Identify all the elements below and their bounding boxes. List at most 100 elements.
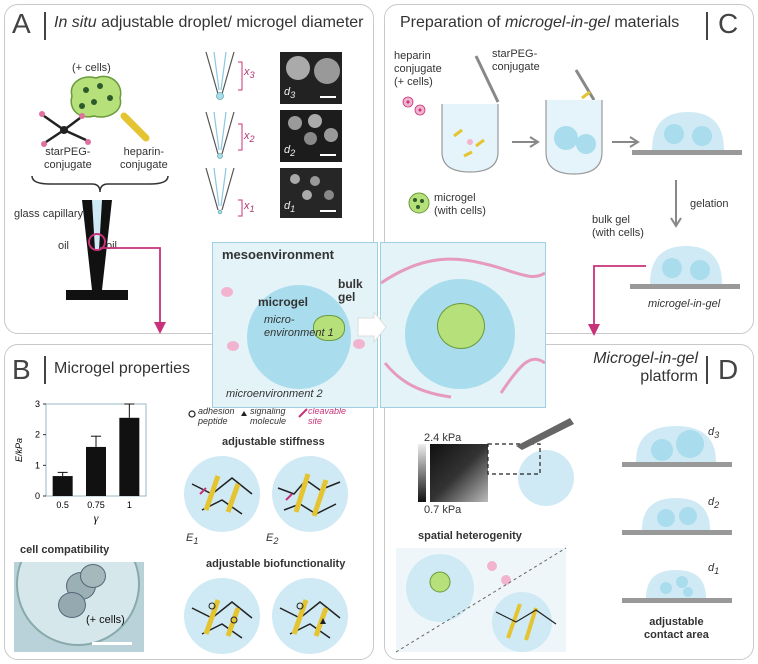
x-tick-label: 1 [127, 500, 132, 510]
arrow-right-1 [512, 136, 540, 148]
panel-c-letter: C [718, 8, 739, 39]
arrow-down-gelation [670, 180, 682, 228]
tube-1 [441, 55, 500, 173]
y-axis-label: E/kPa [14, 438, 24, 462]
y-tick-label: 0 [35, 491, 40, 501]
glass-capillary-label: glass capillary [14, 208, 84, 220]
network-bio-1 [184, 578, 260, 654]
tube-2 [545, 69, 603, 175]
center-arrow [357, 310, 387, 344]
network-e2 [272, 456, 348, 532]
center-meso-panel [212, 242, 378, 408]
starpeg-conjugate-label: starPEG- conjugate [492, 48, 540, 73]
bulk-gel-label: bulk gel (with cells) [592, 214, 644, 239]
cell-cluster-icon [70, 75, 122, 118]
y-tick-label: 3 [35, 399, 40, 409]
kpa-low-label: 0.7 kPa [424, 504, 462, 516]
bar [119, 417, 140, 496]
panel-a-title: In situ adjustable droplet/ microgel dia… [54, 14, 364, 32]
heparin-conjugate-label: heparin conjugate (+ cells) [394, 50, 442, 88]
gelation-label: gelation [690, 198, 729, 210]
dome-d2 [622, 498, 732, 535]
x3-label: x3 [244, 66, 255, 81]
micrograph-d3: d3 [280, 52, 342, 104]
nozzle-x1 [205, 167, 235, 215]
oil-left-label: oil [58, 240, 70, 252]
distance-markers [238, 61, 243, 217]
microenvironment-2-label: microenvironment 2 [226, 388, 323, 400]
magenta-arrow-right [588, 265, 646, 336]
x-tick-label: 0.5 [56, 500, 69, 510]
adjustable-contact-area-label: adjustable contact area [644, 616, 709, 641]
panel-c-title: Preparation of microgel-in-gel materials [400, 14, 680, 31]
panel-b-letter: B [12, 354, 31, 385]
spatial-scene [395, 547, 567, 653]
cell-micrograph-label: (+ cells) [86, 614, 125, 626]
panel-d-divider [706, 356, 708, 384]
magenta-arrow-left [100, 247, 166, 334]
pink-cells-icon [402, 96, 426, 116]
legend-cleavable: cleavable site [308, 406, 347, 426]
bulk-gel-center-label: bulk gel [338, 277, 363, 304]
adhesion-peptide-icon [188, 410, 196, 418]
panel-a-letter: A [12, 8, 31, 39]
e1-label: E1 [186, 532, 199, 547]
microgel-with-cells-label: microgel (with cells) [434, 192, 486, 217]
starpeg-molecule-icon [39, 111, 91, 147]
panel-a-divider [44, 12, 46, 40]
d3-dome-label: d3 [708, 426, 720, 441]
adjustable-stiffness-label: adjustable stiffness [222, 436, 325, 448]
legend-signaling: signaling molecule [250, 406, 287, 426]
cell-micrograph: (+ cells) [14, 562, 144, 652]
mesoenvironment-label: mesoenvironment [222, 247, 334, 262]
d2-dome-label: d2 [708, 496, 720, 511]
x1-label: x1 [244, 200, 255, 215]
micrograph-d2: d2 [280, 110, 342, 162]
capillary-nozzle [66, 200, 128, 300]
kpa-high-label: 2.4 kPa [424, 432, 462, 444]
heparin-label: heparin- conjugate [120, 146, 168, 171]
x-axis-label: γ [94, 511, 99, 525]
afm-map [430, 444, 488, 502]
micro-environment-1-label: micro- environment 1 [264, 314, 334, 339]
signaling-molecule-icon [241, 411, 247, 416]
x2-label: x2 [244, 130, 255, 145]
panel-a-title-rest: adjustable droplet/ microgel diameter [96, 14, 364, 31]
bar [86, 446, 106, 496]
panel-b-divider [44, 356, 46, 384]
oil-right-label: oil [106, 240, 118, 252]
starpeg-label: starPEG- conjugate [44, 146, 92, 171]
adjustable-biofunctionality-label: adjustable biofunctionality [206, 558, 346, 570]
microgel-cells-icon [408, 192, 430, 214]
d1-dome-label: d1 [708, 562, 720, 577]
panel-c-divider [706, 12, 708, 40]
microgel-in-gel-label: microgel-in-gel [648, 298, 721, 310]
micrograph-d1: d1 [280, 168, 342, 218]
dome-d3 [622, 426, 732, 467]
heparin-molecule-icon [120, 112, 150, 142]
gel-dome-1 [632, 112, 742, 155]
afm-scale-bar [418, 444, 426, 502]
afm-probe-overlay [487, 418, 574, 506]
panel-b-title: Microgel properties [54, 360, 191, 377]
legend-adhesion: adhesion peptide [198, 406, 235, 426]
arrow-right-2 [612, 136, 640, 148]
brace-icon [31, 175, 169, 193]
panel-d-letter: D [718, 354, 739, 385]
cleavable-site-icon [298, 408, 308, 418]
microgel-center-label: microgel [258, 295, 309, 309]
network-bio-2 [272, 578, 348, 654]
panel-a-title-italic: In situ [54, 14, 97, 31]
gel-dome-2 [630, 246, 740, 289]
panel-a-cells-label: (+ cells) [72, 62, 111, 74]
dome-d1 [622, 570, 732, 603]
y-tick-label: 2 [35, 430, 40, 440]
cell-compatibility-label: cell compatibility [20, 544, 110, 556]
y-tick-label: 1 [35, 460, 40, 470]
center-growth-panel [380, 242, 546, 408]
x-tick-label: 0.75 [87, 500, 105, 510]
e2-label: E2 [266, 532, 279, 547]
nozzle-x3 [205, 51, 235, 100]
network-e1 [184, 456, 260, 532]
